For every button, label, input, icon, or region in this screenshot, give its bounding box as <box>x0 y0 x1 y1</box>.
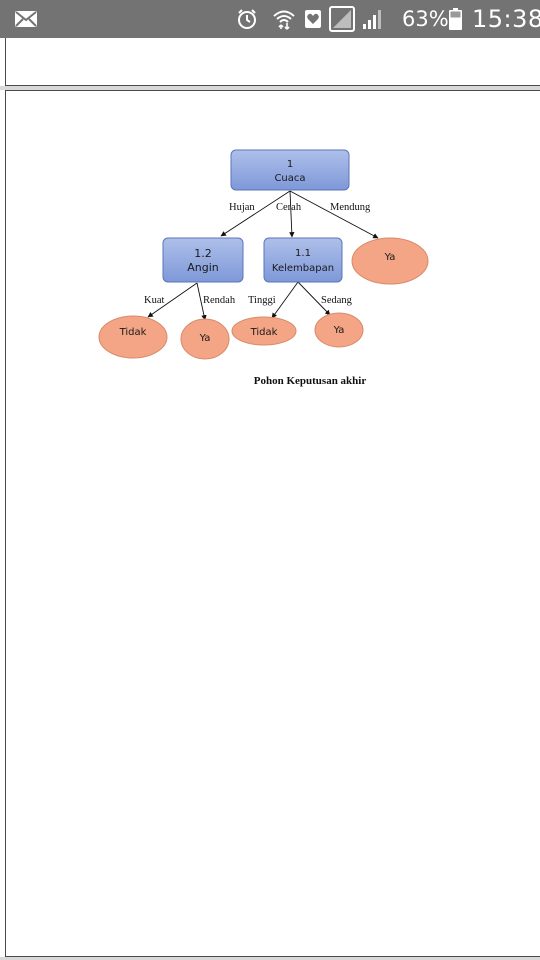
leaf-kuat: Tidak <box>98 315 168 359</box>
root-node-label: Cuaca <box>274 173 305 184</box>
edge-cerah <box>289 190 295 238</box>
leaf-tinggi-text: Tidak <box>250 327 278 338</box>
heart-app-icon <box>304 0 322 38</box>
battery-percent: 63% <box>402 0 449 38</box>
battery-percent-text: 63% <box>402 7 449 31</box>
page-gap-bottom <box>0 957 540 960</box>
edge-rendah <box>196 282 207 321</box>
document-page[interactable] <box>5 90 540 957</box>
leaf-rendah: Ya <box>180 318 230 360</box>
edge-label-kuat: Kuat <box>144 295 164 306</box>
leaf-rendah-text: Ya <box>199 333 211 344</box>
root-node: 1 Cuaca <box>230 149 350 191</box>
cell-signal-icon <box>362 0 384 38</box>
edge-label-rendah: Rendah <box>203 295 236 306</box>
edge-label-cerah: Cerah <box>276 202 302 213</box>
edge-hujan <box>220 190 291 237</box>
signal-off-icon <box>329 0 355 38</box>
edge-label-tinggi: Tinggi <box>248 295 276 306</box>
decision-tree: 1 Cuaca 1.2 Angin 1.1 Kelembapan Ya Tida… <box>98 149 429 360</box>
humidity-node-label: Kelembapan <box>272 263 334 274</box>
humidity-node: 1.1 Kelembapan <box>263 237 343 283</box>
clock: 15:38 <box>472 0 540 38</box>
root-node-number: 1 <box>287 159 293 170</box>
tree-edges <box>147 190 379 321</box>
leaf-kuat-text: Tidak <box>119 327 147 338</box>
mail-icon <box>14 0 38 38</box>
battery-icon <box>449 0 462 38</box>
page-gap <box>0 86 540 90</box>
previous-page-edge <box>0 38 540 88</box>
wifi-icon <box>272 0 296 38</box>
leaf-mendung-text: Ya <box>384 252 396 263</box>
clock-text: 15:38 <box>472 5 540 33</box>
humidity-node-number: 1.1 <box>295 248 311 259</box>
edge-tinggi <box>271 281 299 319</box>
edge-sedang <box>297 281 331 316</box>
status-bar: 63% 15:38 <box>0 0 540 38</box>
leaf-sedang: Ya <box>314 312 364 348</box>
wind-node-number: 1.2 <box>194 247 212 260</box>
edge-kuat <box>147 282 198 318</box>
edge-label-mendung: Mendung <box>330 202 371 213</box>
edge-label-hujan: Hujan <box>229 202 255 213</box>
leaf-tinggi: Tidak <box>231 316 297 346</box>
wind-node: 1.2 Angin <box>162 237 244 283</box>
figure-caption: Pohon Keputusan akhir <box>253 375 367 387</box>
leaf-sedang-text: Ya <box>333 325 345 336</box>
leaf-mendung: Ya <box>351 237 429 285</box>
wind-node-label: Angin <box>187 261 219 274</box>
edge-mendung <box>289 190 379 239</box>
alarm-icon <box>236 0 258 38</box>
edge-label-sedang: Sedang <box>321 295 353 306</box>
